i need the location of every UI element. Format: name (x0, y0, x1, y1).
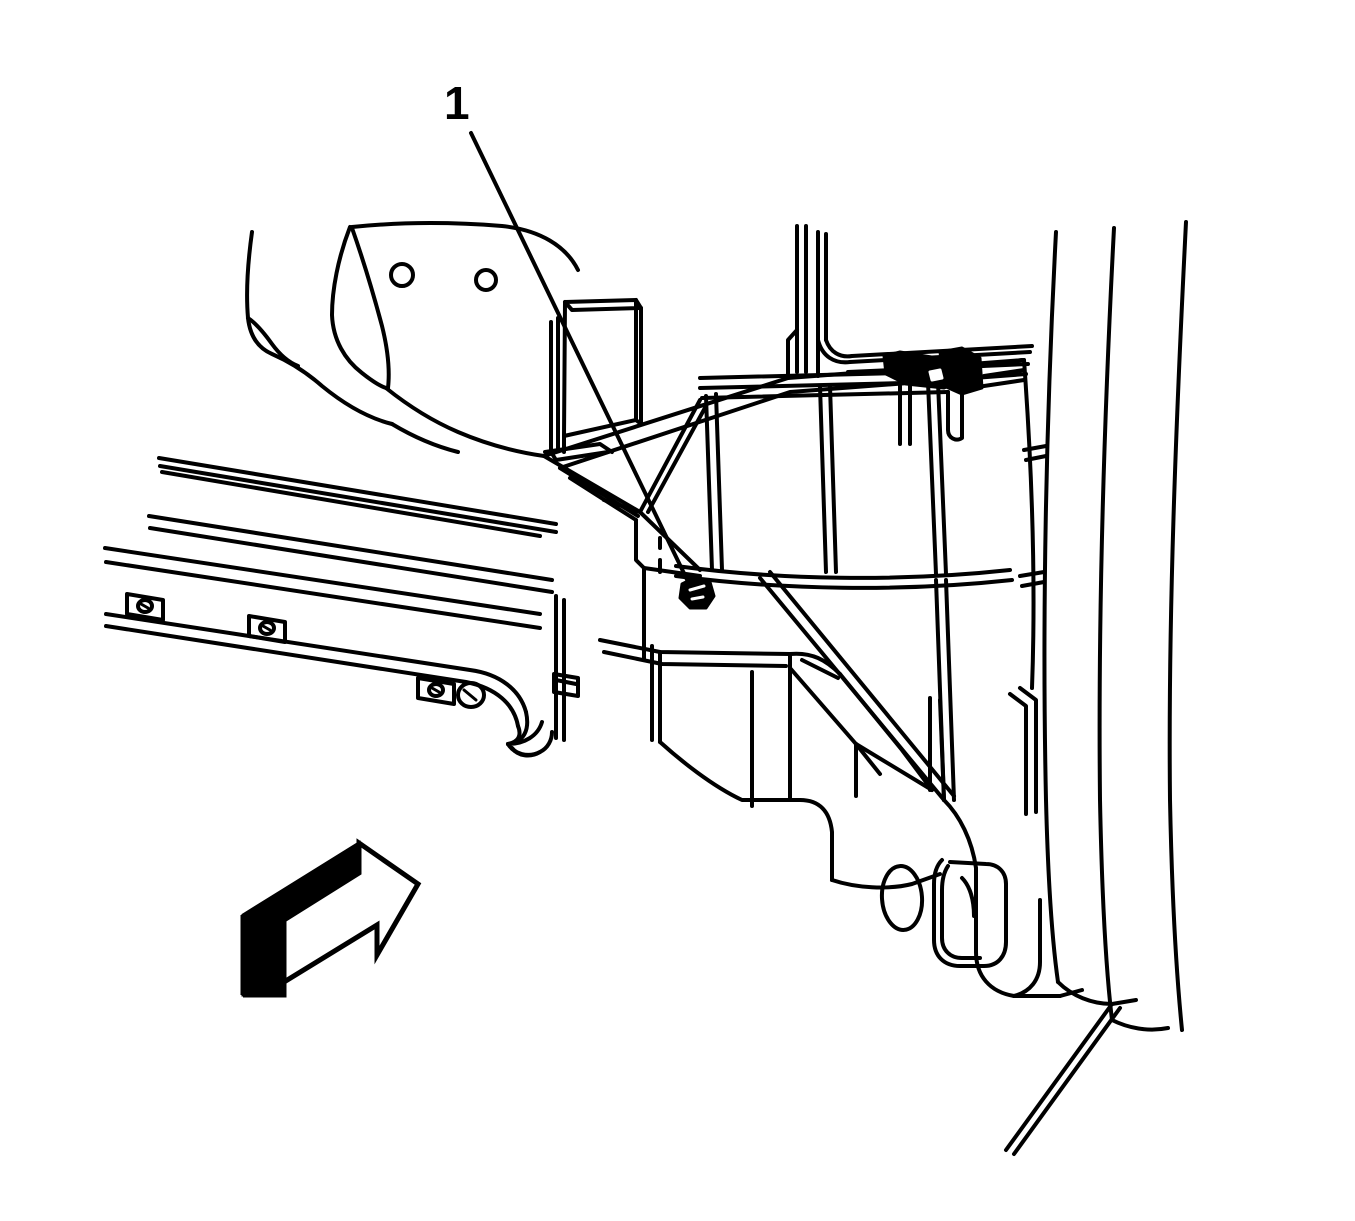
upper-bracket-clip (882, 346, 1026, 446)
upright-flange-tab (543, 298, 643, 462)
bolt-fastener (678, 576, 716, 610)
panel-hole-left (389, 262, 415, 288)
direction-arrow (240, 838, 422, 998)
rail-slot-fasteners (125, 592, 486, 709)
right-pillar (1004, 220, 1188, 1156)
bracket-oval-hole (879, 864, 925, 932)
callout-label-1: 1 (444, 77, 470, 129)
rail-slot-bolt-2 (247, 614, 287, 644)
direction-arrow-face (281, 838, 422, 987)
panel-holes (389, 262, 498, 292)
drawing-linework (103, 131, 1188, 1156)
mid-bracket-plate (542, 398, 708, 662)
rail-oval-hole (456, 681, 486, 709)
right-bracket-foot (758, 570, 1084, 998)
callout-leader-line (469, 131, 696, 596)
upper-left-panel (245, 221, 580, 458)
rail-slot-bolt-1 (125, 592, 165, 622)
rail-slot-bolt-3 (416, 676, 456, 706)
panel-hole-right (474, 268, 498, 292)
left-rail-assembly (103, 456, 580, 758)
